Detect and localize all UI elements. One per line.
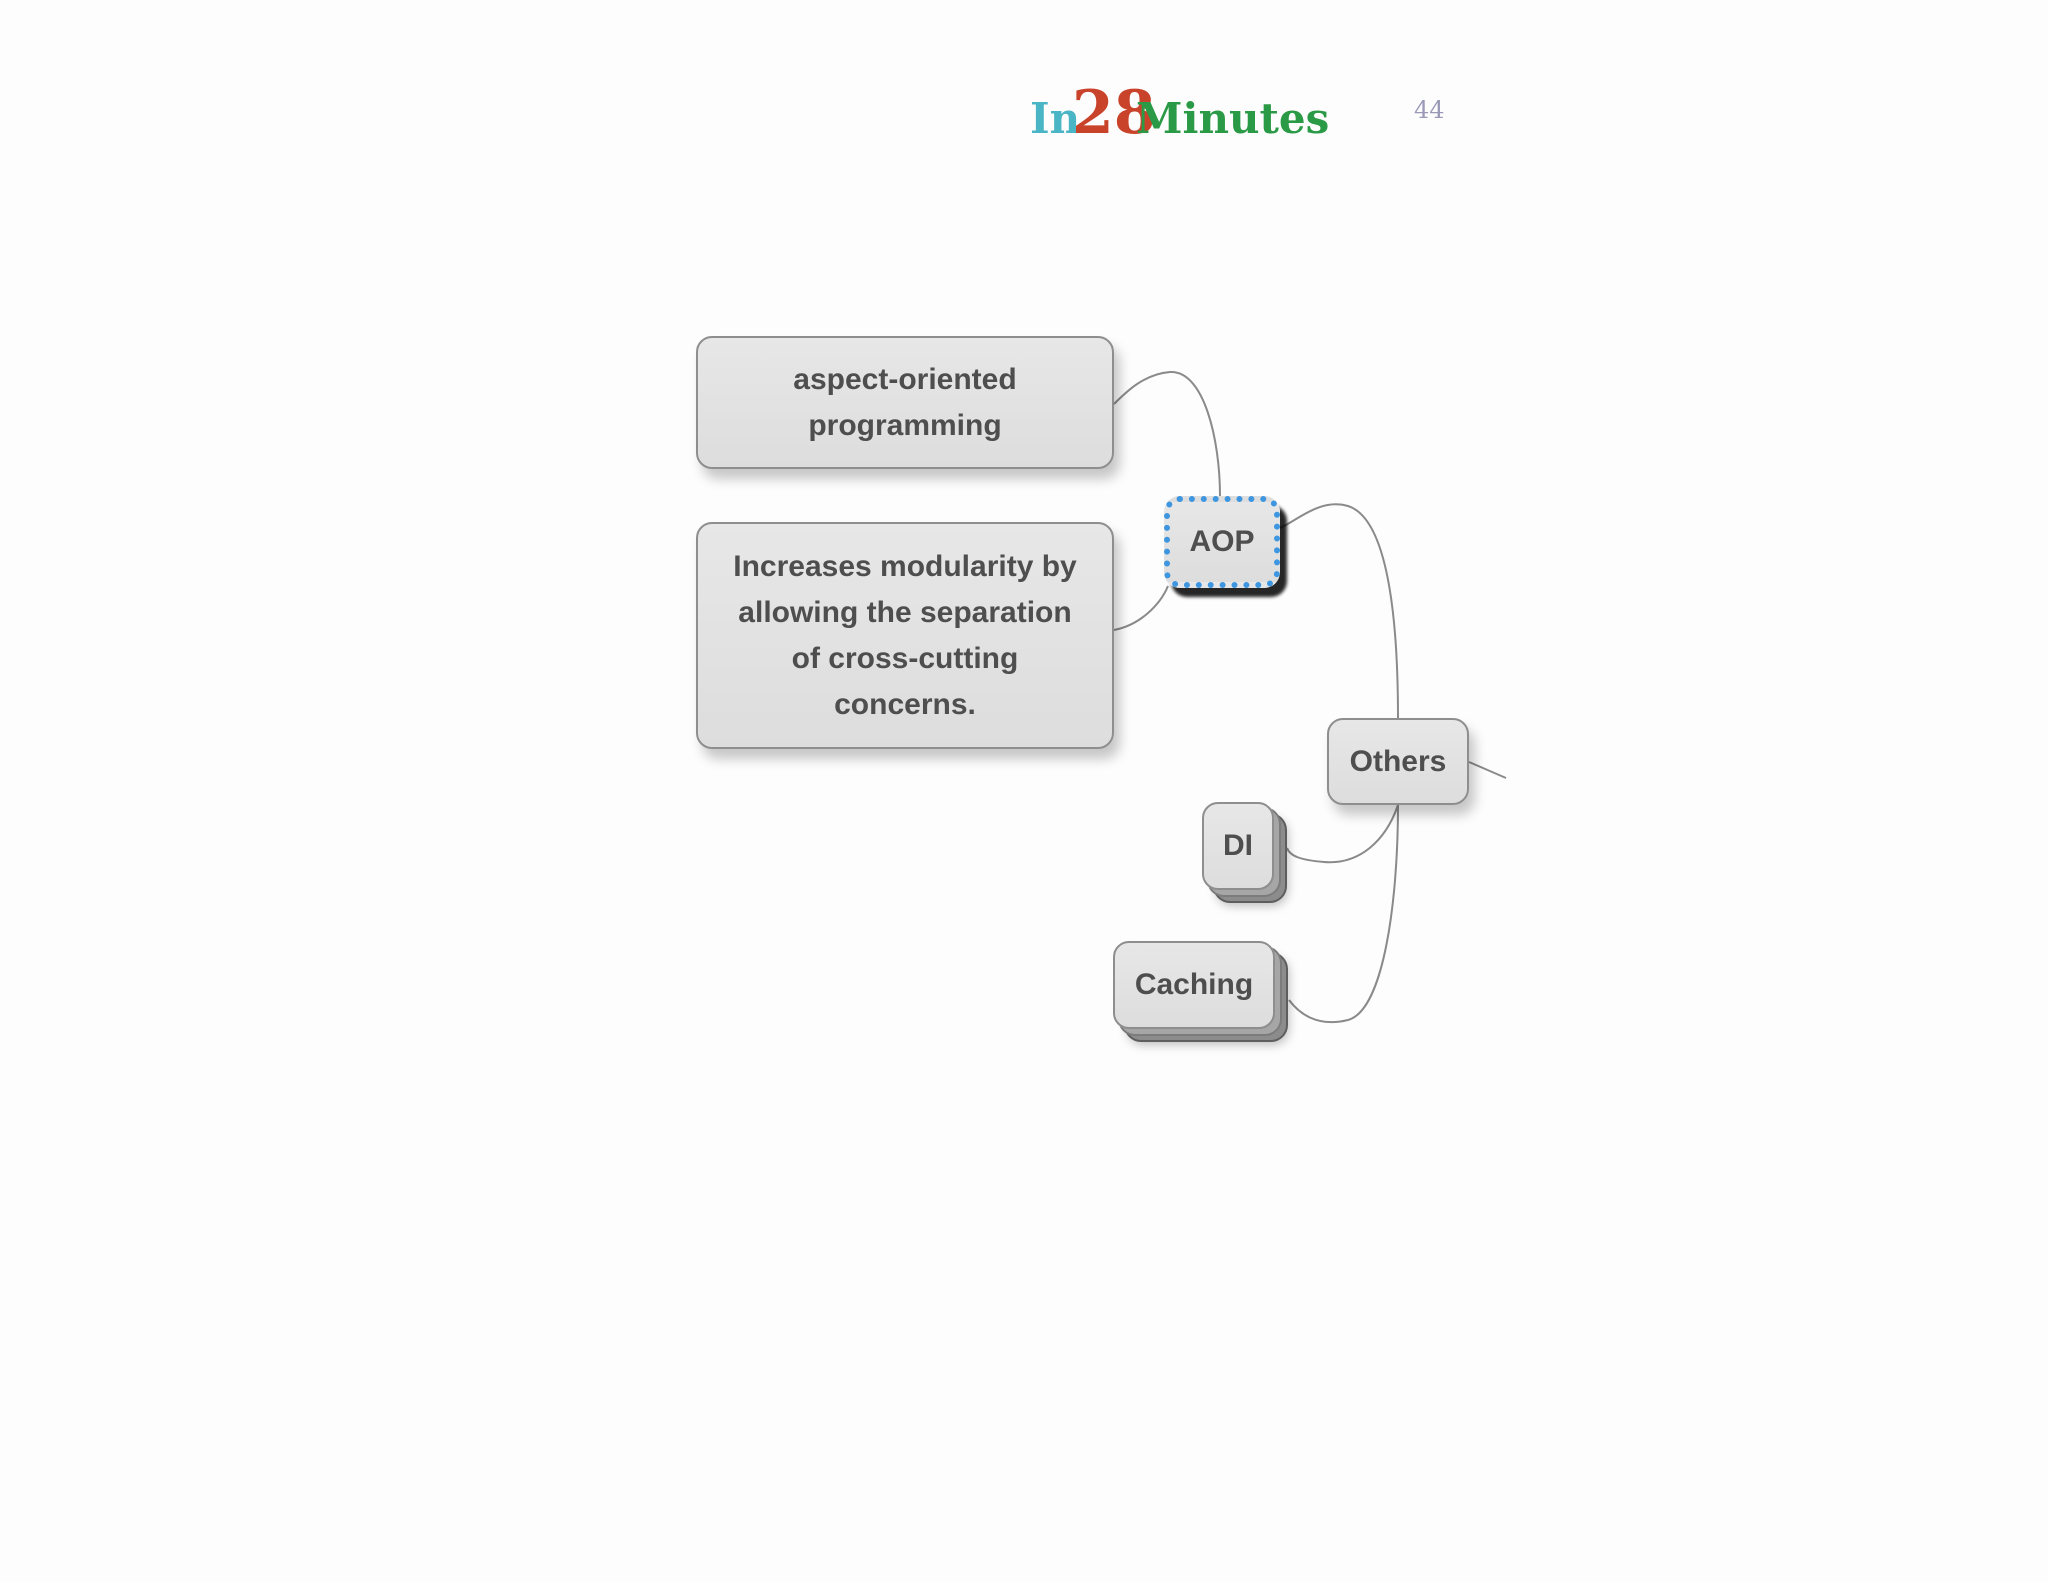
connector-aop-aspect [1113, 370, 1221, 497]
node-caching-collapsed[interactable]: Caching [1113, 941, 1275, 1029]
node-others-label: Others [1349, 744, 1447, 778]
node-aspect-oriented-programming[interactable]: aspect-oriented programming [696, 336, 1114, 469]
connector-others-di [1286, 804, 1399, 864]
node-aop-label: AOP [1189, 525, 1255, 558]
page-number: 44 [1414, 96, 1445, 124]
logo-prefix: In [1030, 94, 1081, 143]
connector-aop-increases [1113, 585, 1169, 631]
node-increases-label: Increases modularity by allowing the sep… [733, 549, 1077, 721]
logo-number: 28 [1072, 78, 1156, 148]
node-increases-modularity[interactable]: Increases modularity by allowing the sep… [696, 522, 1114, 749]
node-caching-label: Caching [1134, 968, 1254, 1001]
logo-suffix: Minutes [1136, 94, 1330, 143]
in28minutes-logo: In 28 Minutes [1030, 78, 1329, 150]
connector-others-caching [1288, 804, 1399, 1024]
node-di-collapsed[interactable]: DI [1202, 802, 1274, 890]
node-others[interactable]: Others [1327, 718, 1469, 805]
connector-others-aop [1279, 503, 1399, 719]
node-aspect-label: aspect-oriented programming [793, 362, 1017, 442]
connector-others-right [1468, 761, 1507, 779]
node-di-label: DI [1223, 829, 1253, 862]
node-aop-selected[interactable]: AOP [1164, 496, 1280, 588]
